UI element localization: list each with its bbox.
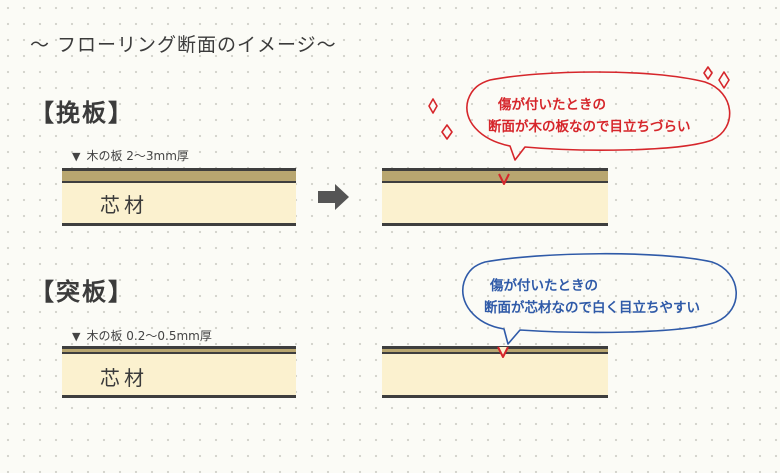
- top-line: [382, 346, 608, 349]
- core-label: 芯材: [100, 366, 148, 390]
- triangle-down-icon: ▼: [72, 150, 81, 163]
- bubble-line-2: 断面が芯材なので白く目立ちやすい: [484, 300, 700, 316]
- veneer-layer: [382, 170, 608, 181]
- triangle-down-icon: ▼: [72, 330, 81, 343]
- bottom-line: [62, 395, 296, 398]
- speech-bubble-red: [466, 71, 731, 161]
- sparkle-icon: [718, 71, 730, 89]
- board-tsukiita-after: [382, 346, 608, 398]
- bubble-text-red: 傷が付いたときの 断面が木の板なので目立ちづらい: [488, 94, 691, 138]
- note-text: 木の板 2〜3mm厚: [86, 149, 189, 163]
- mid-line: [62, 180, 296, 183]
- core-label: 芯材: [100, 193, 148, 217]
- note-hikiita: ▼ 木の板 2〜3mm厚: [72, 147, 189, 164]
- veneer-layer: [62, 170, 296, 181]
- veneer-layer: [62, 348, 296, 352]
- section-label-hikiita: 【挽板】: [30, 99, 134, 127]
- damage-notch-icon: [497, 346, 509, 358]
- sparkle-icon: [428, 98, 438, 114]
- core-layer: [382, 183, 608, 223]
- section-label-tsukiita: 【突板】: [30, 278, 134, 306]
- top-line: [382, 168, 608, 171]
- bubble-line-2: 断面が木の板なので目立ちづらい: [488, 119, 691, 135]
- bottom-line: [382, 395, 608, 398]
- board-hikiita-after: [382, 168, 608, 226]
- bubble-line-1: 傷が付いたときの: [498, 97, 606, 113]
- top-line: [62, 168, 296, 171]
- core-layer: [62, 354, 296, 395]
- note-text: 木の板 0.2〜0.5mm厚: [86, 329, 212, 343]
- mid-line: [382, 180, 608, 183]
- mid-line: [62, 351, 296, 354]
- page-title: 〜 フローリング断面のイメージ〜: [30, 34, 337, 56]
- bottom-line: [62, 223, 296, 226]
- bubble-line-1: 傷が付いたときの: [490, 278, 598, 294]
- core-layer: [382, 354, 608, 395]
- speech-bubble-blue: [462, 252, 737, 345]
- note-tsukiita: ▼ 木の板 0.2〜0.5mm厚: [72, 327, 212, 344]
- top-line: [62, 346, 296, 349]
- mid-line: [382, 351, 608, 354]
- damage-notch-icon: [498, 173, 510, 185]
- core-layer: [62, 183, 296, 223]
- arrow-right-icon: [318, 184, 349, 210]
- board-tsukiita-before: 芯材: [62, 346, 296, 398]
- sparkle-icon: [441, 124, 453, 140]
- sparkle-icon: [703, 66, 713, 80]
- board-hikiita-before: 芯材: [62, 168, 296, 226]
- bottom-line: [382, 223, 608, 226]
- veneer-layer: [382, 348, 608, 352]
- bubble-text-blue: 傷が付いたときの 断面が芯材なので白く目立ちやすい: [484, 275, 700, 319]
